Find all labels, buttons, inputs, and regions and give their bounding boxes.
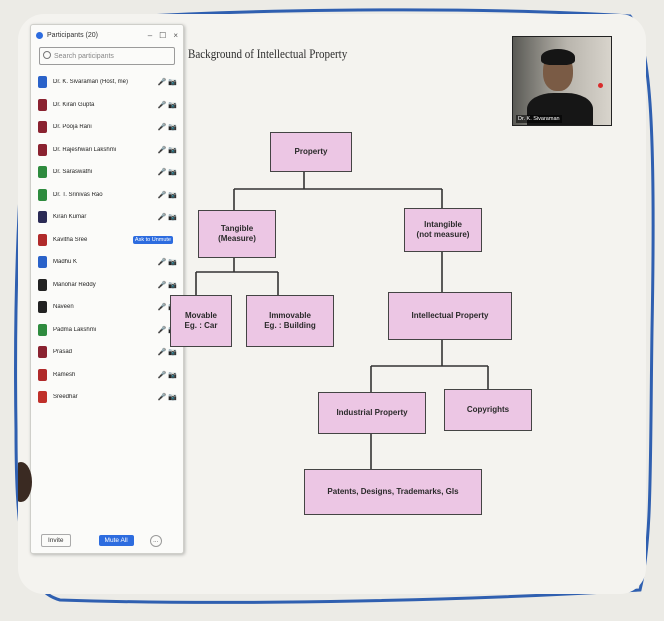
mic-camera-icon: 🎤 📷 xyxy=(157,101,177,109)
participants-panel: Participants (20) – ☐ × Search participa… xyxy=(30,24,184,554)
ask-to-unmute-button[interactable]: Ask to Unmute xyxy=(132,235,173,244)
participant-name: Dr. Rajeshwari Lakshmi xyxy=(53,146,117,153)
node-patents-designs: Patents, Designs, Trademarks, GIs xyxy=(304,469,482,515)
participant-row[interactable]: Ramesh 🎤 📷 xyxy=(31,364,183,387)
mic-camera-icon: 🎤 📷 xyxy=(157,79,177,87)
mic-camera-icon: 🎤 📷 xyxy=(157,124,177,132)
video-name-label: Dr. K. Sivaraman xyxy=(516,115,562,123)
avatar xyxy=(38,76,47,89)
node-property: Property xyxy=(270,132,352,172)
avatar xyxy=(38,346,47,359)
mute-all-button[interactable]: Mute All xyxy=(98,535,134,546)
avatar xyxy=(38,301,47,314)
participant-name: Manohar Reddy xyxy=(53,281,96,288)
avatar xyxy=(38,278,47,291)
mic-camera-icon: 🎤 📷 xyxy=(157,191,177,199)
participant-row[interactable]: Dr. Pooja Rani 🎤 📷 xyxy=(31,116,183,139)
participant-name: Padma Lakshmi xyxy=(53,326,97,333)
mic-camera-icon: 🎤 📷 xyxy=(157,349,177,357)
mic-camera-icon: 🎤 📷 xyxy=(157,371,177,379)
participant-row[interactable]: Prasad 🎤 📷 xyxy=(31,341,183,364)
participant-list: Dr. K. Sivaraman (Host, me)🎤 📷Dr. Kiran … xyxy=(31,71,183,409)
participant-row[interactable]: Dr. T. Srinivas Rao 🎤 📷 xyxy=(31,184,183,207)
participant-name: Prasad xyxy=(53,349,73,356)
avatar xyxy=(38,256,47,269)
avatar xyxy=(38,188,47,201)
invite-button[interactable]: Invite xyxy=(41,534,71,547)
participant-row[interactable]: Kavitha Sree Ask to Unmute xyxy=(31,229,183,252)
participant-name: Dr. T. Srinivas Rao xyxy=(53,191,103,198)
avatar xyxy=(38,323,47,336)
participant-name: Madhu K xyxy=(53,259,78,266)
participants-header: Participants (20) – ☐ × xyxy=(31,25,183,45)
mic-camera-icon: 🎤 📷 xyxy=(157,304,177,312)
node-tangible: Tangible (Measure) xyxy=(198,210,276,258)
avatar xyxy=(38,98,47,111)
diagram-connectors xyxy=(195,172,489,469)
participant-name: Dr. K. Sivaraman (Host, me) xyxy=(53,79,129,86)
mic-camera-icon: 🎤 📷 xyxy=(157,394,177,402)
participant-row[interactable]: Dr. K. Sivaraman (Host, me) 🎤 📷 xyxy=(31,71,183,94)
avatar xyxy=(38,368,47,381)
participant-row[interactable]: Madhu K 🎤 📷 xyxy=(31,251,183,274)
search-icon xyxy=(43,51,51,59)
node-movable: Movable Eg. : Car xyxy=(170,295,232,347)
mic-camera-icon: 🎤 📷 xyxy=(157,214,177,222)
avatar xyxy=(38,233,47,246)
participant-row[interactable]: Padma Lakshmi 🎤 📷 xyxy=(31,319,183,342)
participant-row[interactable]: Dr. Saraswathi 🎤 📷 xyxy=(31,161,183,184)
participant-name: Ramesh xyxy=(53,371,76,378)
zoom-logo-icon xyxy=(36,31,43,39)
participant-row[interactable]: Sreedhar 🎤 📷 xyxy=(31,386,183,409)
participant-name: Kavitha Sree xyxy=(53,236,88,243)
avatar xyxy=(38,211,47,224)
minimize-icon[interactable]: – xyxy=(147,30,153,40)
participant-search-input[interactable]: Search participants xyxy=(39,47,175,65)
mic-camera-icon: 🎤 📷 xyxy=(157,146,177,154)
mic-camera-icon: 🎤 📷 xyxy=(157,259,177,267)
slide-title: Background of Intellectual Property xyxy=(188,46,348,61)
close-icon[interactable]: × xyxy=(173,30,178,40)
meeting-screen: Participants (20) – ☐ × Search participa… xyxy=(18,14,646,594)
mic-camera-icon: 🎤 📷 xyxy=(157,326,177,334)
mic-camera-icon: 🎤 📷 xyxy=(157,281,177,289)
participant-row[interactable]: Manohar Reddy 🎤 📷 xyxy=(31,274,183,297)
node-intellectual-property: Intellectual Property xyxy=(388,292,512,340)
participant-row[interactable]: Dr. Rajeshwari Lakshmi 🎤 📷 xyxy=(31,139,183,162)
participant-row[interactable]: Naveen 🎤 📷 xyxy=(31,296,183,319)
participant-row[interactable]: Dr. Kiran Gupta 🎤 📷 xyxy=(31,94,183,117)
avatar xyxy=(38,121,47,134)
node-industrial-property: Industrial Property xyxy=(318,392,426,434)
node-intangible: Intangible (not measure) xyxy=(404,208,482,252)
node-copyrights: Copyrights xyxy=(444,389,532,431)
participant-name: Sreedhar xyxy=(53,394,78,401)
avatar xyxy=(38,166,47,179)
participant-name: Dr. Pooja Rani xyxy=(53,124,92,131)
mouse-pointer-shadow xyxy=(18,462,32,502)
search-placeholder: Search participants xyxy=(54,52,114,60)
maximize-icon[interactable]: ☐ xyxy=(159,30,167,40)
speaker-hair xyxy=(541,49,575,65)
more-options-button[interactable]: ... xyxy=(149,534,162,547)
participant-row[interactable]: Kiran Kumar 🎤 📷 xyxy=(31,206,183,229)
participant-name: Dr. Saraswathi xyxy=(53,169,93,176)
participants-footer: Invite Mute All ... xyxy=(31,534,183,547)
mic-camera-icon: 🎤 📷 xyxy=(157,169,177,177)
avatar xyxy=(38,143,47,156)
node-immovable: Immovable Eg. : Building xyxy=(246,295,334,347)
participant-name: Dr. Kiran Gupta xyxy=(53,101,95,108)
recording-icon xyxy=(598,83,603,88)
participant-name: Kiran Kumar xyxy=(53,214,87,221)
speaker-video-tile[interactable]: Dr. K. Sivaraman xyxy=(512,36,612,126)
avatar xyxy=(38,391,47,404)
participants-title: Participants (20) xyxy=(47,31,98,39)
participant-name: Naveen xyxy=(53,304,74,311)
